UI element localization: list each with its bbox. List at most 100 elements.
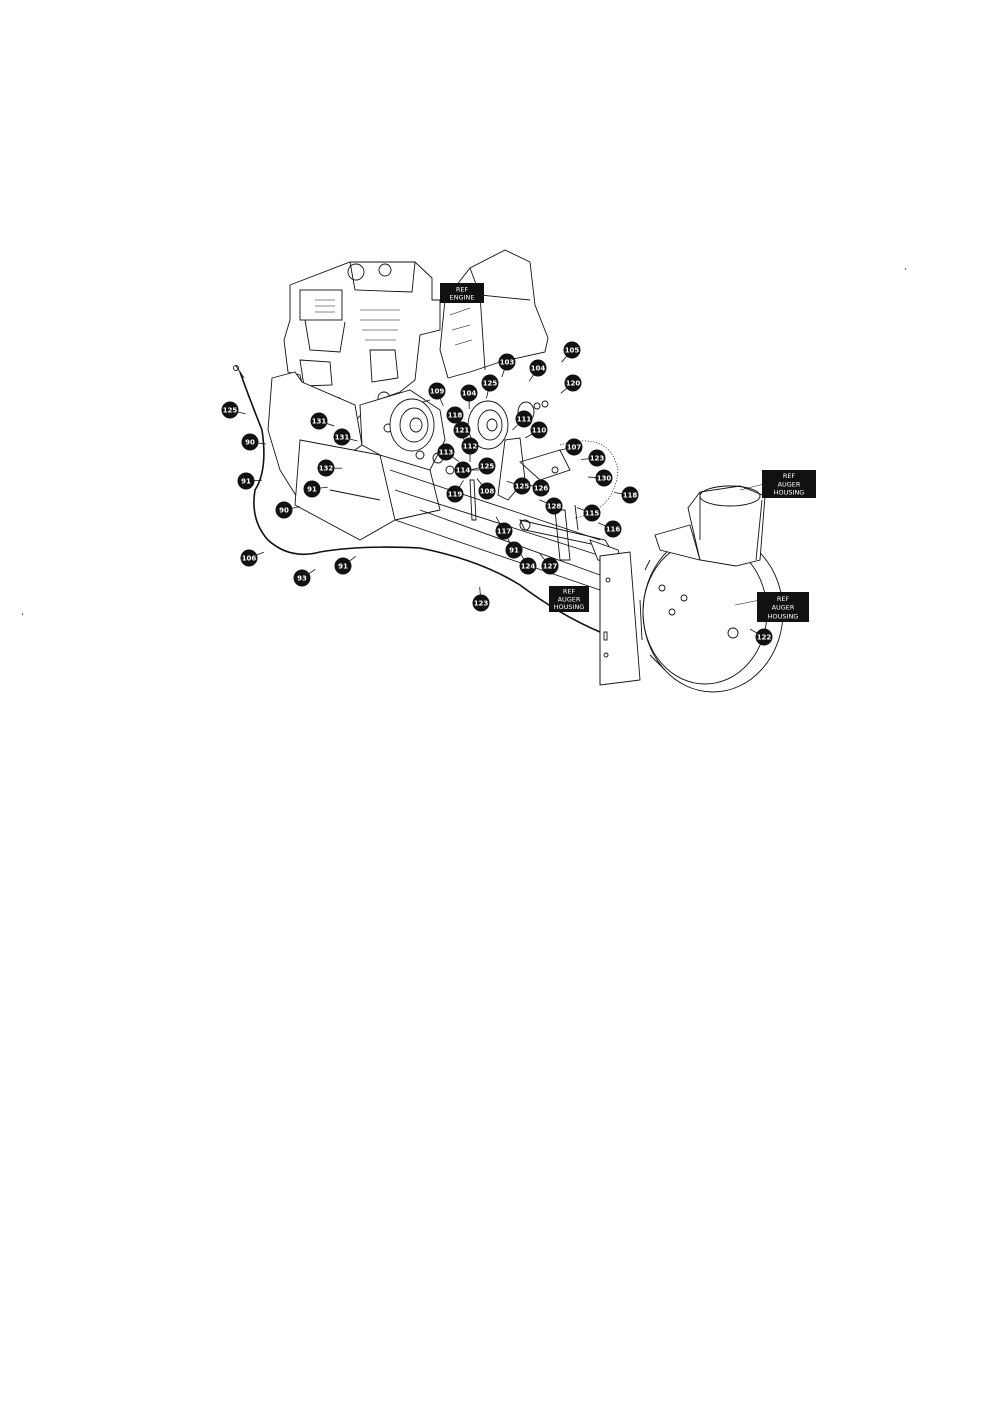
callout-number: 128: [547, 503, 562, 511]
reference-labels: REFENGINEREFAUGERHOUSINGREFAUGERHOUSINGR…: [440, 283, 816, 622]
callout-131: 131: [310, 412, 328, 430]
callout-circle: [453, 421, 471, 439]
callout-number: 114: [456, 467, 471, 475]
callout-number: 123: [590, 455, 605, 463]
callout-circle: [519, 557, 537, 575]
callout-number: 132: [319, 465, 334, 473]
callout-circle: [595, 469, 613, 487]
callout-circle: [498, 353, 516, 371]
reference-box-text: ENGINE: [450, 294, 475, 302]
reference-box-text: REF: [777, 595, 790, 603]
callout-91: 91: [334, 557, 352, 575]
callout-103: 103: [498, 353, 516, 371]
callout-93: 93: [293, 569, 311, 587]
callout-125: 125: [481, 374, 499, 392]
callout-120: 120: [564, 374, 582, 392]
callout-circle: [541, 557, 559, 575]
callout-number: 93: [297, 575, 307, 583]
callout-132: 132: [317, 459, 335, 477]
callout-number: 110: [532, 427, 547, 435]
reference-box-text: REF: [563, 588, 576, 596]
callout-118: 118: [446, 406, 464, 424]
frame-rail-drawing: [389, 469, 601, 591]
callout-117: 117: [495, 522, 513, 540]
callout-119: 119: [446, 485, 464, 503]
callout-circle: [333, 428, 351, 446]
callout-number: 127: [543, 563, 558, 571]
callout-104: 104: [529, 359, 547, 377]
callout-number: 125: [515, 483, 530, 491]
reference-box-text: AUGER: [772, 604, 795, 612]
callout-number: 122: [757, 634, 772, 642]
callout-90: 90: [275, 501, 293, 519]
callout-circle: [221, 401, 239, 419]
belt-cover-drawing: [439, 249, 549, 379]
callout-113: 113: [437, 443, 455, 461]
callout-circle: [545, 497, 563, 515]
callout-number: 104: [462, 390, 477, 398]
reference-box-bg: [757, 592, 809, 622]
callout-circle: [529, 359, 547, 377]
callout-circle: [495, 522, 513, 540]
callout-number: 118: [623, 492, 638, 500]
callout-number: 115: [585, 510, 600, 518]
callout-110: 110: [530, 421, 548, 439]
callout-123: 123: [588, 449, 606, 467]
callout-116: 116: [604, 520, 622, 538]
callout-109: 109: [428, 382, 446, 400]
callout-circle: [334, 557, 352, 575]
callout-115: 115: [583, 504, 601, 522]
callout-number: 109: [430, 388, 445, 396]
callout-131: 131: [333, 428, 351, 446]
callout-number: 119: [448, 491, 463, 499]
callout-circle: [460, 384, 478, 402]
callout-108: 108: [478, 482, 496, 500]
cable-drawing: [233, 365, 601, 633]
callout-number: 108: [480, 488, 495, 496]
reference-box-text: HOUSING: [774, 489, 805, 497]
reference-box-bg: [440, 283, 484, 303]
callout-91: 91: [505, 541, 523, 559]
callout-number: 124: [521, 563, 536, 571]
callout-circle: [564, 374, 582, 392]
auger-housing-drawing: [599, 479, 784, 693]
callout-90: 90: [241, 433, 259, 451]
stray-marks: [21, 267, 907, 616]
callout-121: 121: [453, 421, 471, 439]
callout-circle: [446, 485, 464, 503]
callout-127: 127: [541, 557, 559, 575]
callout-91: 91: [237, 472, 255, 490]
callout-circle: [454, 461, 472, 479]
callout-number: 91: [509, 547, 519, 555]
callout-circle: [505, 541, 523, 559]
callout-number: 90: [245, 439, 255, 447]
callout-number: 104: [531, 365, 546, 373]
callout-114: 114: [454, 461, 472, 479]
callout-circle: [310, 412, 328, 430]
callout-number: 113: [439, 449, 454, 457]
callout-circle: [532, 479, 550, 497]
reference-box-text: HOUSING: [554, 603, 585, 611]
callout-circle: [588, 449, 606, 467]
callout-circle: [472, 594, 490, 612]
reference-box-bg: [762, 470, 816, 498]
callout-circle: [317, 459, 335, 477]
reference-box-text: REF: [456, 285, 469, 293]
callout-number: 126: [534, 485, 549, 493]
callout-circle: [621, 486, 639, 504]
callout-104: 104: [460, 384, 478, 402]
callout-number: 111: [517, 416, 532, 424]
callout-number: 120: [566, 380, 581, 388]
callout-circle: [303, 480, 321, 498]
callout-number: 105: [565, 347, 580, 355]
callout-circle: [275, 501, 293, 519]
callout-number: 91: [338, 563, 348, 571]
callout-circle: [240, 549, 258, 567]
callout-circle: [604, 520, 622, 538]
callout-number: 107: [567, 444, 582, 452]
callout-circle: [241, 433, 259, 451]
callout-circle: [565, 438, 583, 456]
